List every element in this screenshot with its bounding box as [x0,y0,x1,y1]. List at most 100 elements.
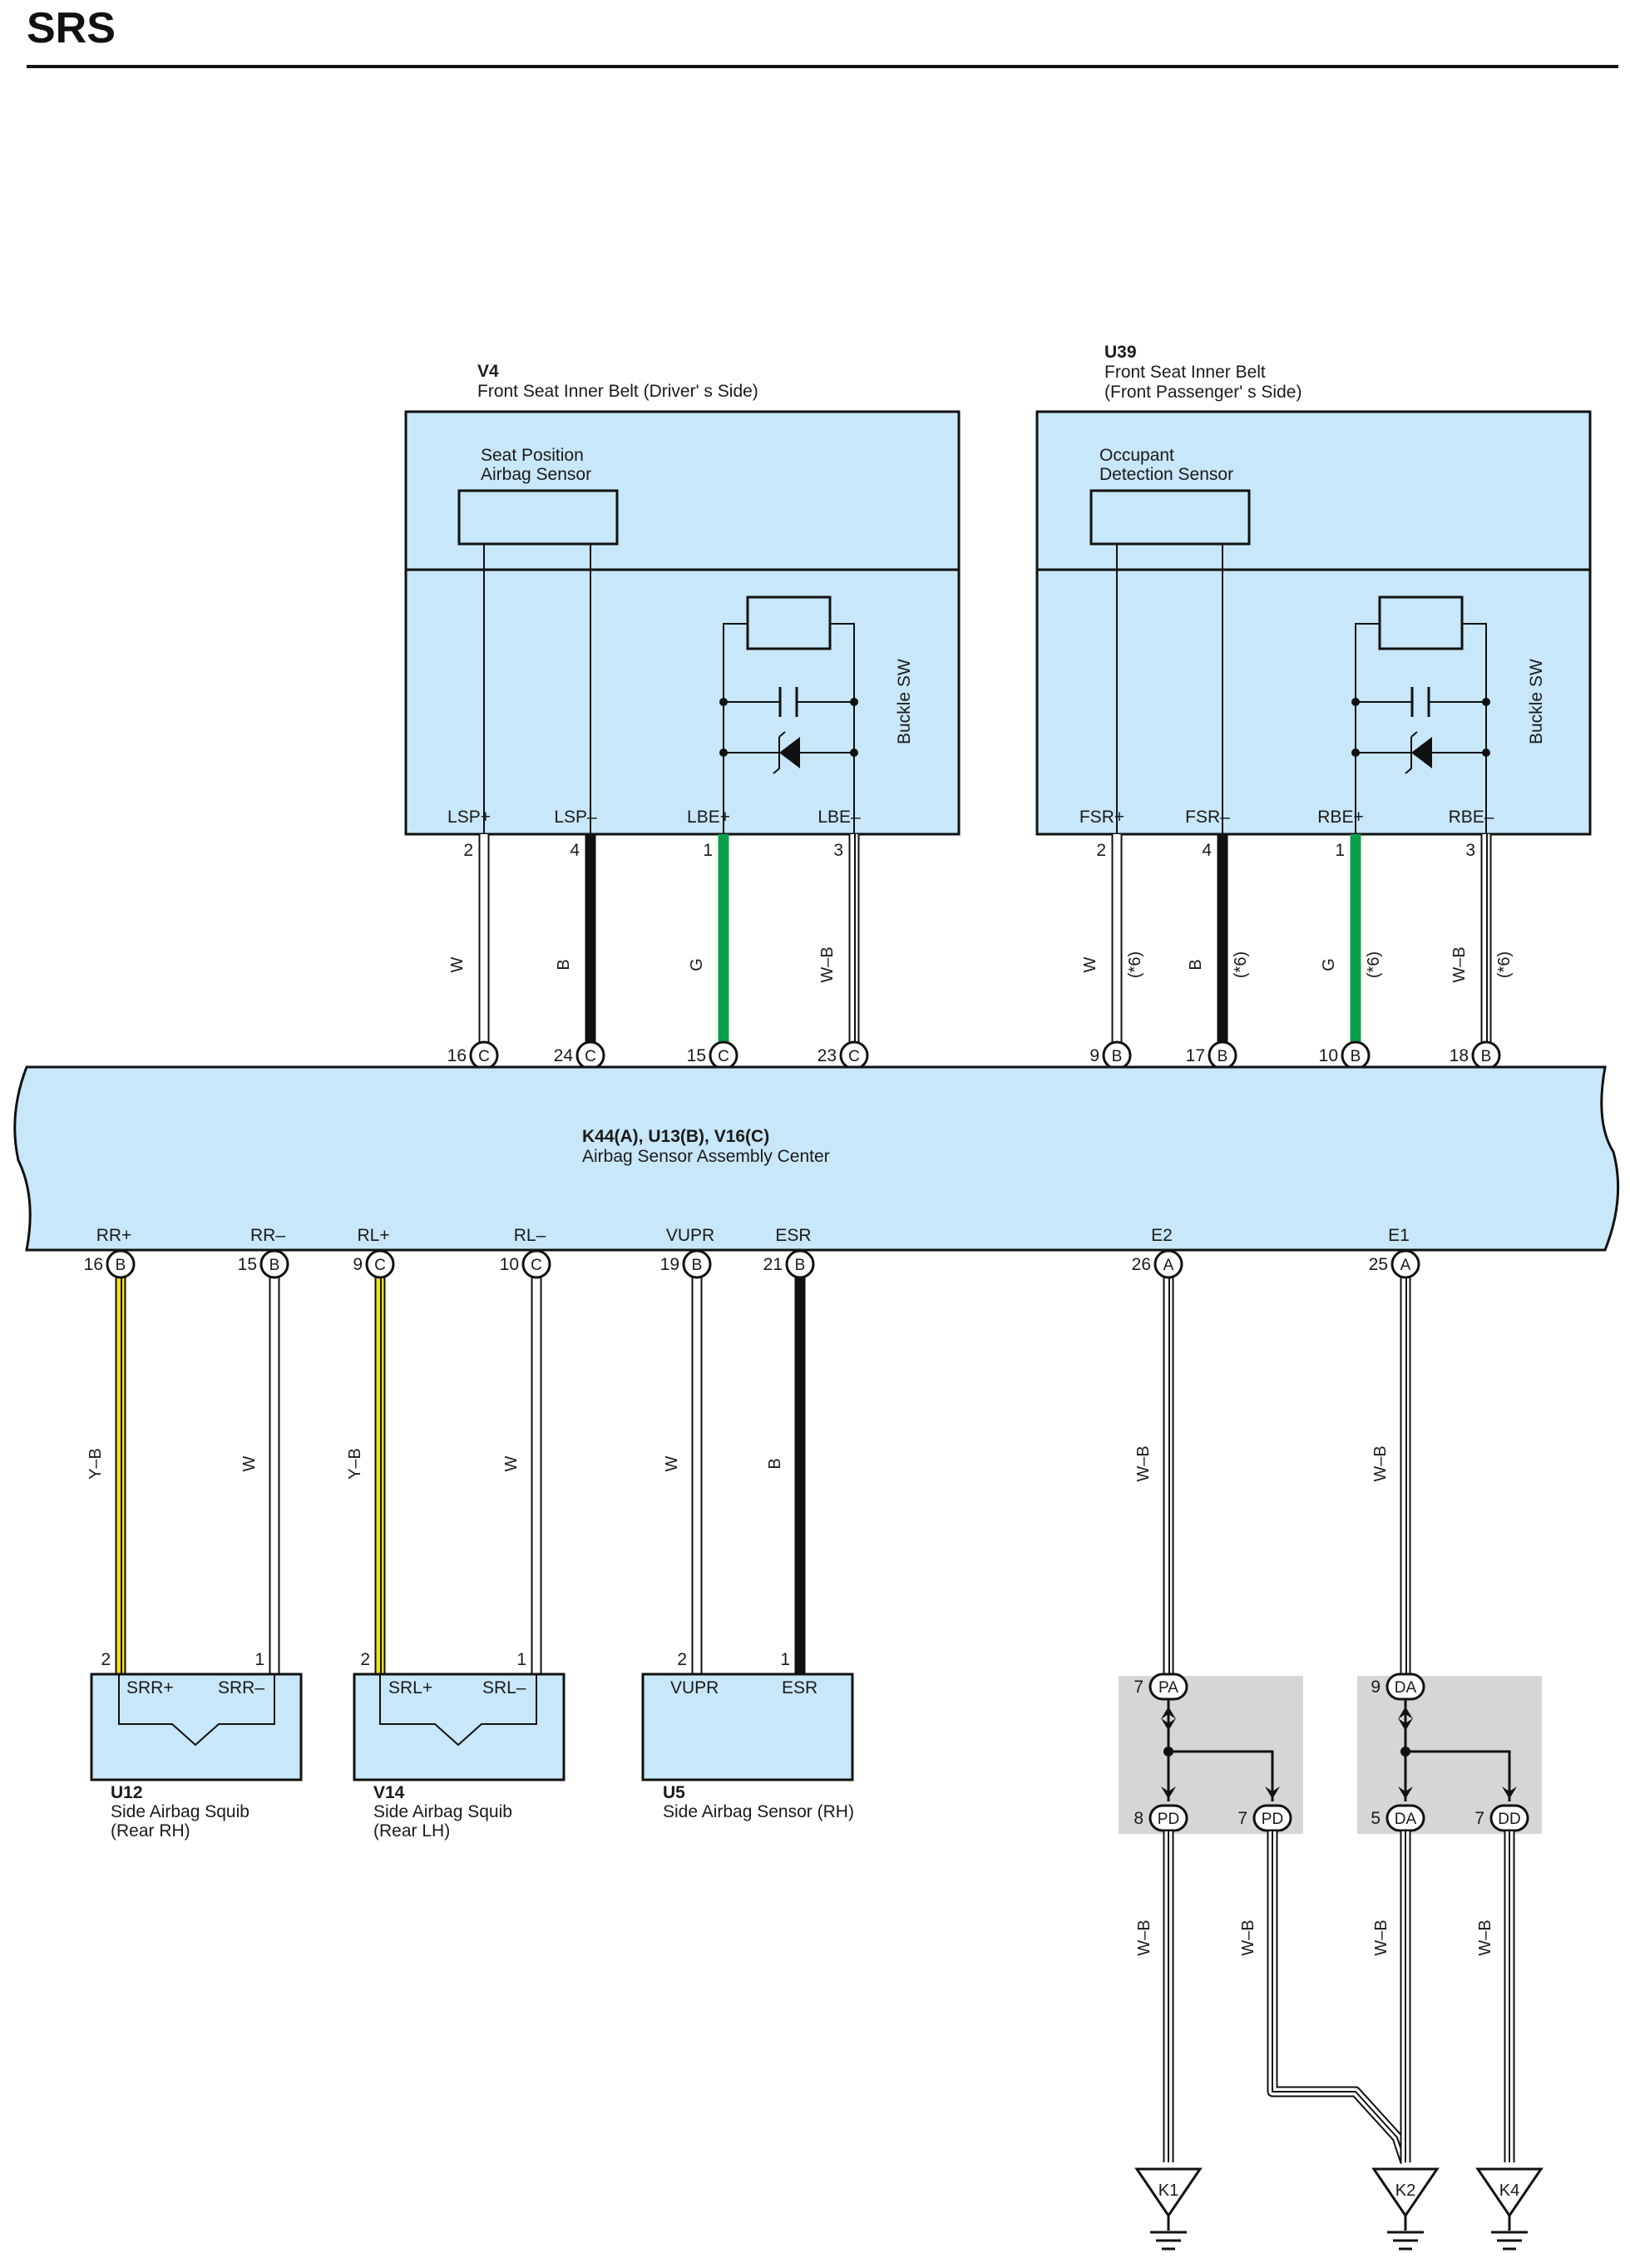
bottom-wire-rl_minus-ecu-pin [521,1249,551,1279]
bottom-wire-group: B16RR+Y–B2B15RR–W1C9RL+Y–B2C10RL–W1B19VU… [84,1226,1420,1674]
bottom-wire-e2-ecu-label: E2 [1151,1226,1173,1245]
bottom-wire-e2-ecu-pin [1153,1249,1183,1279]
bottom-wire-e2-ecu-num: 26 [1132,1255,1151,1274]
bottom-wire-esr-ecu-num: 21 [763,1255,783,1274]
bottom-wire-rl_plus-ecu-label: RL+ [357,1226,389,1245]
splice-left-junction-dot [1163,1747,1173,1757]
top-wire-lbe_plus-ecu-num: 15 [687,1046,706,1065]
splice-right-pin-out1-num: 5 [1371,1809,1381,1828]
top-wire-fsr_minus-color-code: B [1187,959,1205,970]
v14-name-line1: Side Airbag Squib [373,1802,512,1821]
v4-sensor-line1: Seat Position [481,446,584,465]
top-wire-rbe_minus-note: (*6) [1495,951,1514,978]
u12-component: SRR+ SRR– U12 Side Airbag Squib (Rear RH… [90,1673,303,1841]
u5-pin-label-vupr: VUPR [670,1678,719,1697]
top-wire-lsp_plus-color-code: W [448,956,467,972]
v14-pin-label-plus: SRL+ [388,1678,432,1697]
u39-buckle-switch: Buckle SW [1351,595,1546,834]
top-wire-fsr_minus-upper-num: 4 [1202,841,1212,860]
v4-name: Front Seat Inner Belt (Driver' s Side) [477,382,758,401]
splice-right-pin-in-code: DA [1395,1679,1417,1697]
bottom-wire-rl_minus-lower-num: 1 [516,1650,526,1669]
splice-left-pin-in [1148,1673,1188,1701]
splice-left-pin-out1-num: 8 [1134,1809,1143,1828]
u12-name-line2: (Rear RH) [111,1821,190,1841]
top-wire-rbe_plus-ecu-pin-letter: B [1351,1048,1361,1065]
v14-name-line2: (Rear LH) [373,1821,450,1841]
top-wire-group: LSP+2WC16LSP+LSP–4BC24LSP–LBE+1GC15LBE+L… [447,808,1514,1097]
bottom-wire-rl_minus-ecu-label: RL– [514,1226,546,1245]
bottom-wire-rl_plus-ecu-pin [365,1249,395,1279]
u12-pin-label-plus: SRR+ [126,1678,174,1697]
u39-sensor-line1: Occupant [1099,446,1174,465]
top-wire-fsr_plus-ecu-num: 9 [1089,1046,1099,1065]
u39-name-line1: Front Seat Inner Belt [1104,363,1266,382]
ground-k1-icon [1134,2167,1203,2218]
top-wire-rbe_plus-note: (*6) [1365,951,1383,978]
bottom-wire-rl_minus-ecu-pin-letter: C [531,1257,542,1274]
bottom-wire-esr-ecu-label: ESR [775,1226,811,1245]
u12-pin-label-minus: SRR– [218,1678,264,1697]
u12-box [90,1673,303,1781]
bottom-wire-rl_plus-ecu-pin-letter: C [374,1257,386,1274]
splice-right-pin-in-num: 9 [1371,1678,1381,1697]
bottom-wire-rr_plus-lower-num: 2 [101,1650,111,1669]
top-wire-fsr_plus-upper-num: 2 [1096,841,1106,860]
bottom-wire-rr_minus-ecu-label: RR– [250,1226,285,1245]
top-wire-rbe_plus-ecu-num: 10 [1319,1046,1338,1065]
top-wire-rbe_minus-color-code: W–B [1450,946,1469,982]
v4-buckle-switch: Buckle SW [719,595,914,834]
bottom-wire-rl_minus-ecu-num: 10 [500,1255,519,1274]
bottom-wire-rr_minus-ecu-pin [259,1249,289,1279]
bottom-wire-e1-ecu-label: E1 [1388,1226,1410,1245]
bottom-wire-rr_plus-ecu-label: RR+ [96,1226,132,1245]
bottom-wire-vupr-lower-num: 2 [677,1650,687,1669]
v14-box [353,1673,566,1781]
ground-k4-icon [1475,2167,1544,2218]
top-wire-lsp_minus-upper-label: LSP– [554,808,597,827]
v4-code: V4 [477,362,499,381]
bottom-wire-esr-color-code: B [766,1458,784,1469]
top-wire-rbe_minus-upper-label: RBE– [1449,808,1494,827]
top-wire-lsp_minus-ecu-pin-letter: C [585,1048,596,1065]
u39-sensor-element [1089,489,1251,546]
top-wire-fsr_plus-note: (*6) [1126,951,1144,978]
bottom-wire-vupr-color-code: W [663,1455,681,1471]
top-wire-lbe_minus-ecu-pin-letter: C [848,1048,860,1065]
bottom-wire-rr_plus-ecu-pin [106,1249,136,1279]
bottom-wire-vupr-ecu-pin [682,1249,712,1279]
top-wire-lbe_minus-ecu-num: 23 [817,1046,837,1065]
v14-component: SRL+ SRL– V14 Side Airbag Squib (Rear LH… [353,1673,566,1841]
splice-right-pin-out2 [1489,1804,1529,1832]
top-wire-lsp_plus-upper-label: LSP+ [447,808,491,827]
top-wire-lsp_plus-upper-num: 2 [463,841,473,860]
u5-box [641,1673,854,1781]
bottom-wire-esr-ecu-pin-letter: B [795,1257,806,1274]
bottom-wire-rr_minus-ecu-pin-letter: B [269,1257,280,1274]
u5-name: Side Airbag Sensor (RH) [663,1802,854,1821]
u39-zener-diode-icon [1411,737,1432,768]
top-wire-lbe_minus-upper-num: 3 [833,841,843,860]
splice-left-pin-out2-code: PD [1262,1811,1283,1828]
u39-label: U39 Front Seat Inner Belt (Front Passeng… [1104,343,1302,402]
bottom-wire-e1-color-code: W–B [1371,1445,1390,1481]
u39-switch-label: Buckle SW [1527,659,1546,744]
u39-code: U39 [1104,343,1137,362]
top-wire-rbe_minus [1480,834,1492,1042]
top-wire-fsr_plus-ecu-pin-letter: B [1112,1048,1123,1065]
splice-left-pin-in-code: PA [1158,1679,1178,1697]
v14-code: V14 [373,1783,405,1802]
top-wire-lsp_plus-ecu-pin-letter: C [478,1048,490,1065]
v14-pin-label-minus: SRL– [482,1678,526,1697]
splice-right-junction-dot [1400,1747,1410,1757]
v4-zener-diode-icon [779,737,800,768]
top-wire-fsr_minus-upper-label: FSR– [1185,808,1230,827]
top-wire-fsr_minus-ecu-num: 17 [1186,1046,1205,1065]
splice-right-pin-in [1386,1673,1425,1701]
ground-wire-pd-to-k2-fill [1268,1831,1410,2164]
bottom-wire-rl_plus [374,1277,386,1674]
top-wire-lsp_plus-ecu-num: 16 [447,1046,467,1065]
u12-code: U12 [111,1783,143,1802]
ground-k4-label: K4 [1499,2182,1519,2200]
ground-wire-k2-color-code: W–B [1372,1920,1390,1955]
